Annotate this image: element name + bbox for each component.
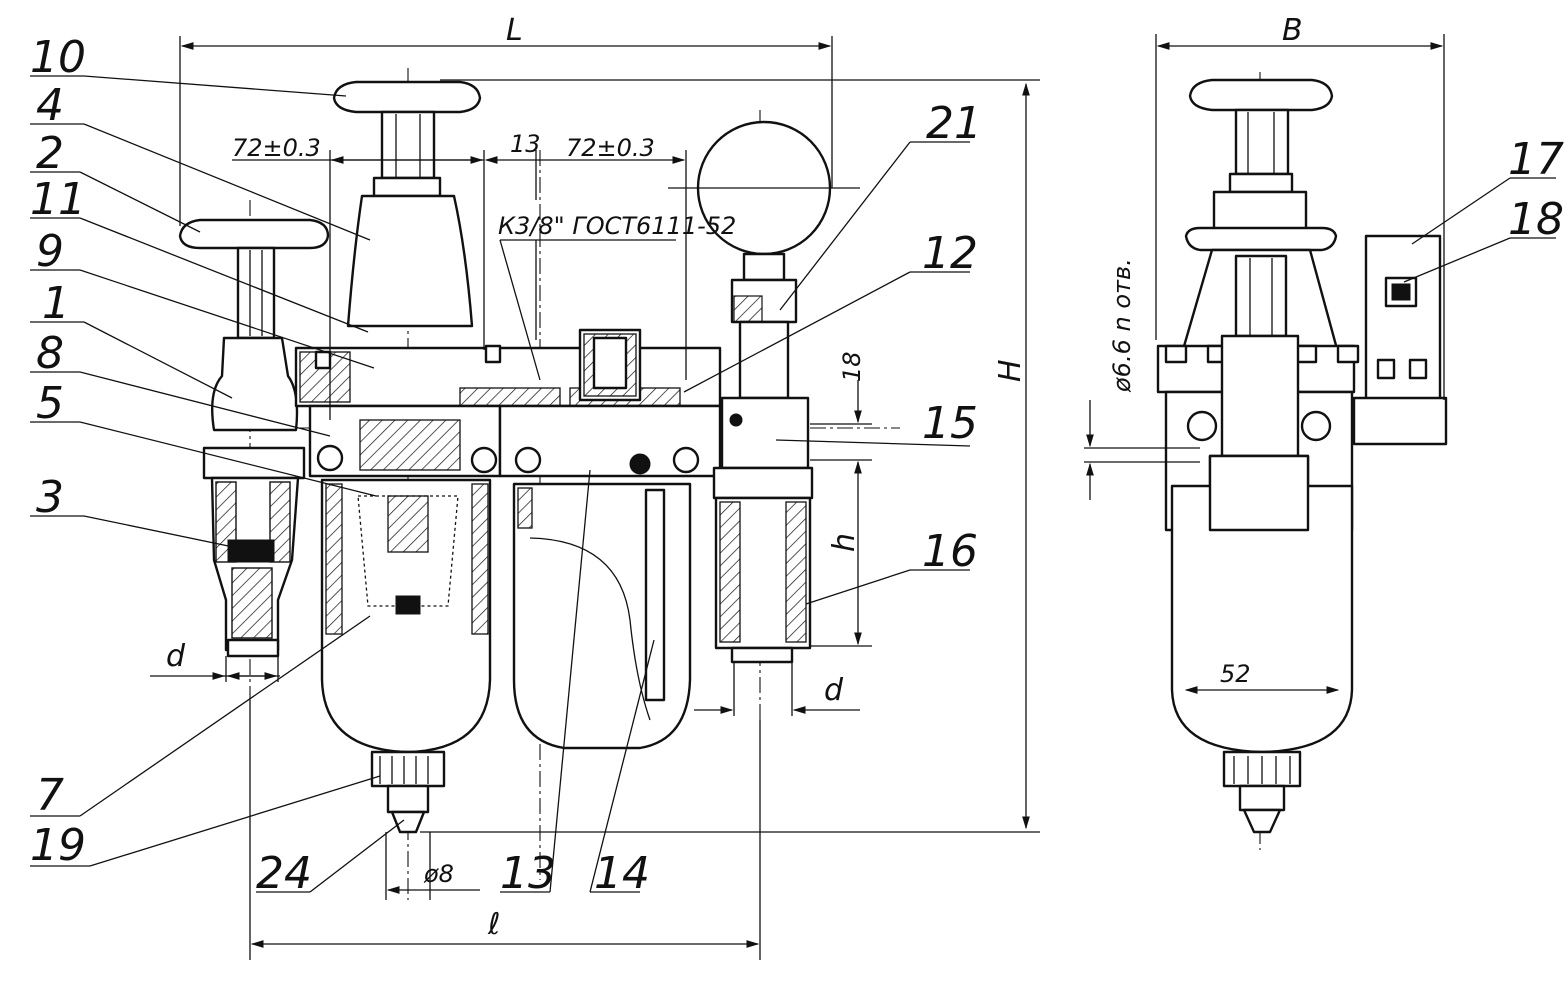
callout-12: 12 <box>922 228 978 279</box>
filter-bowl <box>320 478 492 834</box>
dim-B: B <box>1282 13 1303 48</box>
left-handwheel <box>178 218 330 340</box>
callout-labels: 10 4 2 11 9 1 8 5 3 7 19 24 13 14 21 12 … <box>30 32 1564 899</box>
callout-18: 18 <box>1508 194 1564 245</box>
callout-8: 8 <box>36 328 64 379</box>
callout-15: 15 <box>922 398 978 449</box>
callout-2: 2 <box>36 128 64 179</box>
callout-leaders <box>30 75 1556 893</box>
center-handwheel <box>332 80 482 328</box>
callout-9: 9 <box>36 226 64 277</box>
manifold-block <box>294 328 722 478</box>
dim-d-left: d <box>166 639 186 674</box>
dim-52: 52 <box>1220 660 1251 688</box>
callout-16: 16 <box>922 526 978 577</box>
dim-tol-left: 72±0.3 <box>232 134 321 162</box>
dim-h: h <box>827 533 862 552</box>
callout-14: 14 <box>594 848 650 899</box>
callout-13-bottom: 13 <box>500 848 556 899</box>
dim-L: L <box>506 13 523 48</box>
callout-7: 7 <box>36 770 64 821</box>
callout-1: 1 <box>42 278 70 329</box>
callout-24: 24 <box>256 848 312 899</box>
callout-10: 10 <box>30 32 86 83</box>
callout-17: 17 <box>1508 134 1564 185</box>
callout-3: 3 <box>36 472 64 523</box>
dim-ell: ℓ <box>487 907 500 942</box>
dim-d-right: d <box>824 673 844 708</box>
lubricator-bowl <box>512 482 692 750</box>
left-regulator-body <box>202 336 306 658</box>
dimension-labels: L B H 72±0.3 72±0.3 13 К3/8" ГОСТ6111-52… <box>166 13 1303 942</box>
dim-thread: К3/8" ГОСТ6111-52 <box>498 212 736 240</box>
callout-5: 5 <box>36 378 64 429</box>
dim-18: 18 <box>838 351 866 382</box>
pressure-gauge <box>668 120 860 664</box>
callout-4: 4 <box>36 80 64 131</box>
side-view <box>1156 72 1448 850</box>
dimension-lines <box>150 34 1445 960</box>
dim-tol-right: 72±0.3 <box>566 134 655 162</box>
callout-11: 11 <box>30 174 86 225</box>
dim-holes: ø6.6 n отв. <box>1108 258 1136 393</box>
front-view <box>178 68 900 900</box>
callout-19: 19 <box>30 820 86 871</box>
dim-13: 13 <box>510 130 541 158</box>
dim-H: H <box>993 359 1028 382</box>
dim-d8: ø8 <box>423 860 454 888</box>
callout-21: 21 <box>926 98 982 149</box>
